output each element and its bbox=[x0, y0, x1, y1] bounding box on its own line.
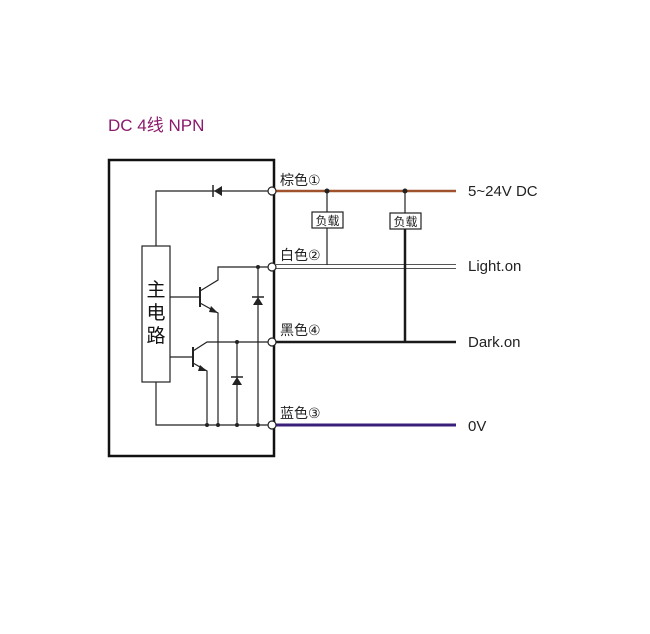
transistor-q2-icon bbox=[170, 341, 272, 425]
terminal-blue bbox=[267, 420, 277, 430]
terminal-white bbox=[267, 262, 277, 272]
terminal-black bbox=[267, 337, 277, 347]
ground-label: 0V bbox=[468, 418, 486, 435]
load-1-label: 负载 bbox=[315, 214, 339, 228]
zener-diode-1-icon bbox=[252, 296, 264, 305]
diagram-title: DC 4线 NPN bbox=[108, 116, 204, 135]
main-circuit-char-2: 电 bbox=[146, 302, 165, 324]
dark-on-label: Dark.on bbox=[468, 334, 521, 351]
zener-diode-2-icon bbox=[231, 376, 243, 385]
supply-label: 5~24V DC bbox=[468, 183, 538, 200]
internal-circuit bbox=[155, 185, 272, 427]
main-circuit-char-3: 路 bbox=[146, 325, 165, 347]
terminal-blue-label: 蓝色③ bbox=[280, 405, 321, 422]
terminal-black-label: 黑色④ bbox=[280, 322, 321, 339]
light-on-label: Light.on bbox=[468, 258, 521, 275]
transistor-q1-icon bbox=[170, 266, 272, 425]
load-1-branch: 负载 bbox=[311, 188, 344, 265]
main-circuit-char-1: 主 bbox=[146, 279, 165, 301]
white-wire bbox=[276, 264, 456, 269]
terminal-brown-label: 棕色① bbox=[280, 172, 321, 189]
terminal-white-label: 白色② bbox=[280, 247, 321, 264]
load-2-label: 负载 bbox=[393, 215, 417, 229]
main-circuit-block bbox=[141, 245, 171, 383]
sensor-housing bbox=[107, 158, 276, 458]
terminal-brown bbox=[267, 186, 277, 196]
reverse-protection-diode-icon bbox=[212, 185, 222, 197]
load-2-branch: 负载 bbox=[389, 188, 422, 342]
